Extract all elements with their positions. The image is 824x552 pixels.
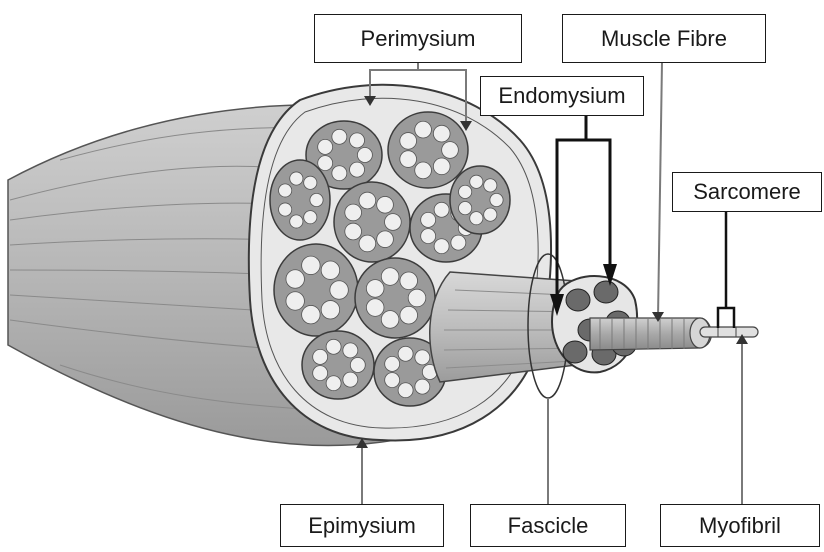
fibre-section [442,142,459,159]
sarcomere-label: Sarcomere [672,172,822,212]
fibre-section [400,151,417,168]
fibre-section [310,193,323,206]
fibre-section [313,349,328,364]
fibre-section [326,376,341,391]
endomysium-label: Endomysium [480,76,644,116]
endomysium-bracket [557,114,610,296]
epimysium-label: Epimysium [280,504,444,547]
fibre-section [381,311,399,329]
myofibril-rod [700,327,758,337]
fibre-section [459,185,472,198]
fibre-section [400,133,417,150]
fibre-section [343,343,358,358]
fibre-section [286,270,304,288]
fibre-cap [566,289,590,311]
fibre-section [459,202,472,215]
fibre-section [434,202,449,217]
fibre-section [330,281,348,299]
perimysium-label: Perimysium [314,14,522,63]
fibre-cap [594,281,618,303]
fibre-section [433,158,450,175]
fibre-section [484,179,497,192]
fibre-section [377,231,394,248]
fibre-section [304,176,317,189]
myofibril-label: Myofibril [660,504,820,547]
fibre-section [332,129,347,144]
fibre-section [415,162,432,179]
fibre-section [470,212,483,225]
fibre-section [350,162,365,177]
fibre-section [415,379,430,394]
fibre-section [290,215,303,228]
fibre-section [385,373,400,388]
fibre-section [415,121,432,138]
fibre-section [302,305,320,323]
fibre-section [302,256,320,274]
fibre-section [357,148,372,163]
fibre-section [345,223,362,240]
fibre-section [400,306,418,324]
fibre-section [385,214,402,231]
fibre-section [366,299,384,317]
muscle-fibre-cylinder [590,318,711,350]
fibre-section [433,125,450,142]
fibre-section [345,204,362,221]
fibre-section [318,139,333,154]
fibre-section [421,212,436,227]
fibre-section [415,350,430,365]
fibre-section [279,203,292,216]
fibre-section [434,239,449,254]
fibre-section [290,172,303,185]
fibre-section [350,133,365,148]
fibre-section [385,356,400,371]
fibre-section [400,272,418,290]
fibre-section [321,301,339,319]
fibre-section [286,292,304,310]
fibre-section [421,229,436,244]
fibre-section [366,280,384,298]
fibre-section [321,261,339,279]
fibre-section [313,366,328,381]
fibre-section [343,372,358,387]
fibre-section [381,268,399,286]
fibre-cap [563,341,587,363]
fibre-section [318,156,333,171]
fibre-section [451,235,466,250]
fibre-section [350,358,365,373]
fascicle-label: Fascicle [470,504,626,547]
fibre-section [408,289,426,307]
fibre-section [359,235,376,252]
fibre-section [490,193,503,206]
fibre-section [304,211,317,224]
sarcomere-bracket [718,212,734,328]
fibre-section [398,383,413,398]
fibre-section [398,346,413,361]
fibre-section [359,192,376,209]
fibre-section [377,196,394,213]
fibre-section [332,166,347,181]
muscle-fibre-label: Muscle Fibre [562,14,766,63]
fibre-section [326,339,341,354]
fibre-section [484,208,497,221]
fibre-section [470,175,483,188]
fibre-section [279,184,292,197]
